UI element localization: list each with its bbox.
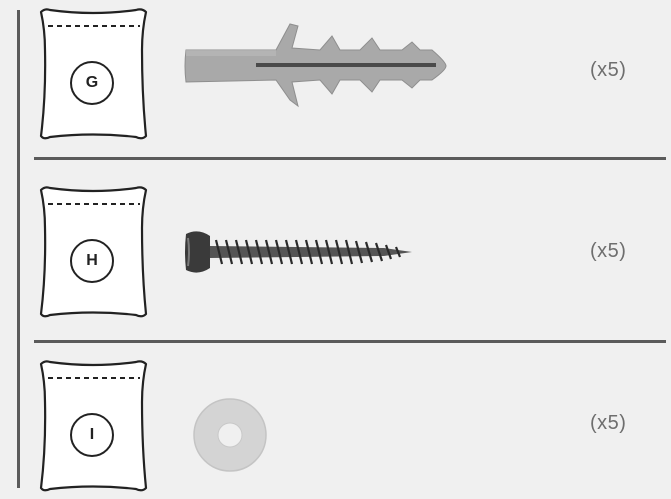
bag-letter-label: I [70,413,114,457]
bag-icon: G [36,6,151,141]
bag-icon: I [36,358,151,493]
parts-row-h: H [0,160,671,340]
wall-plug-icon [180,20,450,112]
washer-icon [190,395,270,475]
quantity-label: (x5) [590,59,626,82]
quantity-label: (x5) [590,240,626,263]
bag-letter-label: H [70,239,114,283]
bag-letter-label: G [70,61,114,105]
parts-row-i: I (x5) [0,343,671,499]
quantity-label: (x5) [590,412,626,435]
parts-row-g: G (x5) [0,0,671,157]
bag-icon: H [36,184,151,319]
screw-icon [184,226,416,278]
